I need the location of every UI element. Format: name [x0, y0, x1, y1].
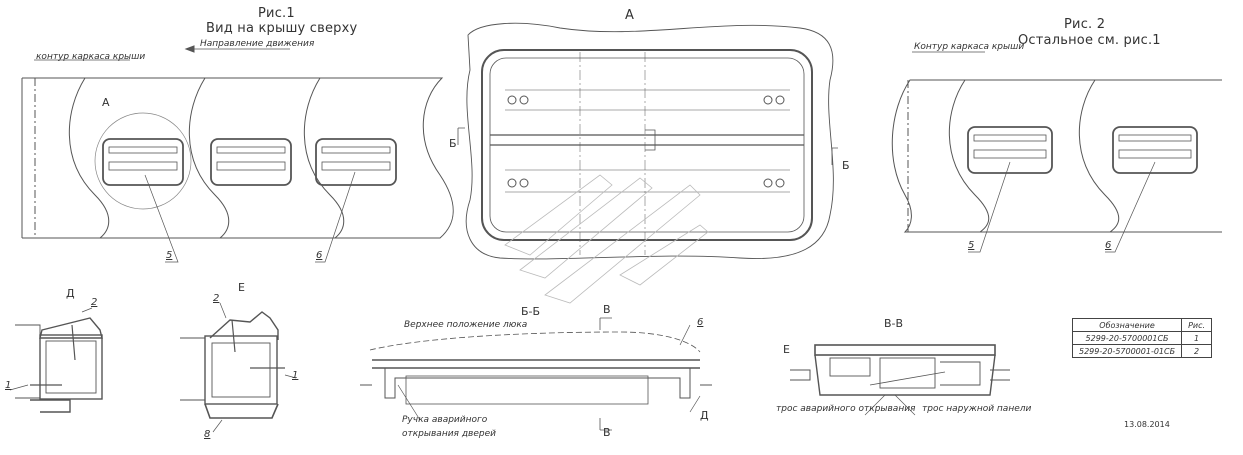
drawing-date: 13.08.2014	[1124, 420, 1170, 429]
sectionBB-upper-position-label: Верхнее положение люка	[404, 320, 528, 330]
fig2-subtitle: Остальное см. рис.1	[1018, 33, 1161, 48]
fig1-contour-label: контур каркаса крыши	[36, 52, 146, 62]
spec-header-designation: Обозначение	[1071, 318, 1183, 332]
sectionVV-detail-mark: Е	[783, 343, 790, 356]
fig2-callout-6: 6	[1105, 240, 1112, 251]
sectionBB-handle-label-2: открывания дверей	[402, 429, 496, 439]
fig2-callout-5: 5	[968, 240, 975, 251]
table-row: 5299-20-5700001-01СБ 2	[1071, 344, 1213, 358]
sectionVV-title: В-В	[884, 317, 904, 330]
sectionBB-detail-mark: Д	[700, 409, 709, 422]
fig2-contour-label: Контур каркаса крыши	[914, 42, 1025, 52]
spec-cell-figure: 1	[1181, 331, 1213, 345]
detailE-callout-2: 2	[213, 293, 220, 304]
sectionBB-handle-label-1: Ручка аварийного	[402, 415, 488, 425]
fig1-view-a-mark: А	[102, 96, 110, 109]
fig1-callout-5: 5	[166, 250, 173, 261]
spec-header-figure: Рис.	[1181, 318, 1213, 332]
viewA-section-mark-left: Б	[449, 137, 457, 150]
sectionVV-cable-emergency-label: трос аварийного открывания	[776, 404, 916, 414]
viewA-section-mark-right: Б	[842, 159, 850, 172]
viewA-hatch	[457, 22, 838, 304]
viewA-title: А	[625, 8, 635, 23]
detailE-callout-1: 1	[292, 370, 299, 381]
detailD-callout-2: 2	[91, 297, 98, 308]
detailE-callout-8: 8	[204, 429, 211, 440]
spec-cell-designation: 5299-20-5700001-01СБ	[1071, 344, 1183, 358]
detailD-section	[9, 307, 103, 413]
spec-table-header-row: Обозначение Рис.	[1071, 318, 1213, 332]
fig2-roof-strip	[891, 51, 1222, 253]
spec-cell-figure: 2	[1181, 344, 1213, 358]
table-row: 5299-20-5700001СБ 1	[1071, 331, 1213, 345]
sectionBB-cut-mark-bottom: В	[603, 426, 611, 439]
fig1-direction-label: Направление движения	[200, 39, 315, 49]
detailD-callout-1: 1	[5, 380, 12, 391]
spec-cell-designation: 5299-20-5700001СБ	[1071, 331, 1183, 345]
sectionVV-cable-outer-label: трос наружной панели	[922, 404, 1032, 414]
fig1-roof-strip	[21, 45, 454, 263]
sectionBB-title: Б-Б	[521, 305, 541, 318]
spec-table: Обозначение Рис. 5299-20-5700001СБ 1 529…	[1071, 318, 1213, 358]
fig2-title: Рис. 2	[1064, 17, 1106, 32]
detailE-title: Е	[238, 281, 245, 294]
detailE-section	[180, 302, 297, 433]
detailD-title: Д	[66, 287, 75, 300]
sectionVV	[790, 344, 1010, 416]
fig1-subtitle: Вид на крышу сверху	[206, 21, 358, 36]
sectionBB-callout-6: 6	[697, 317, 704, 328]
sectionBB-cut-mark-top: В	[603, 303, 611, 316]
fig1-callout-6: 6	[316, 250, 323, 261]
sectionBB	[360, 317, 712, 431]
fig1-title: Рис.1	[258, 6, 295, 21]
